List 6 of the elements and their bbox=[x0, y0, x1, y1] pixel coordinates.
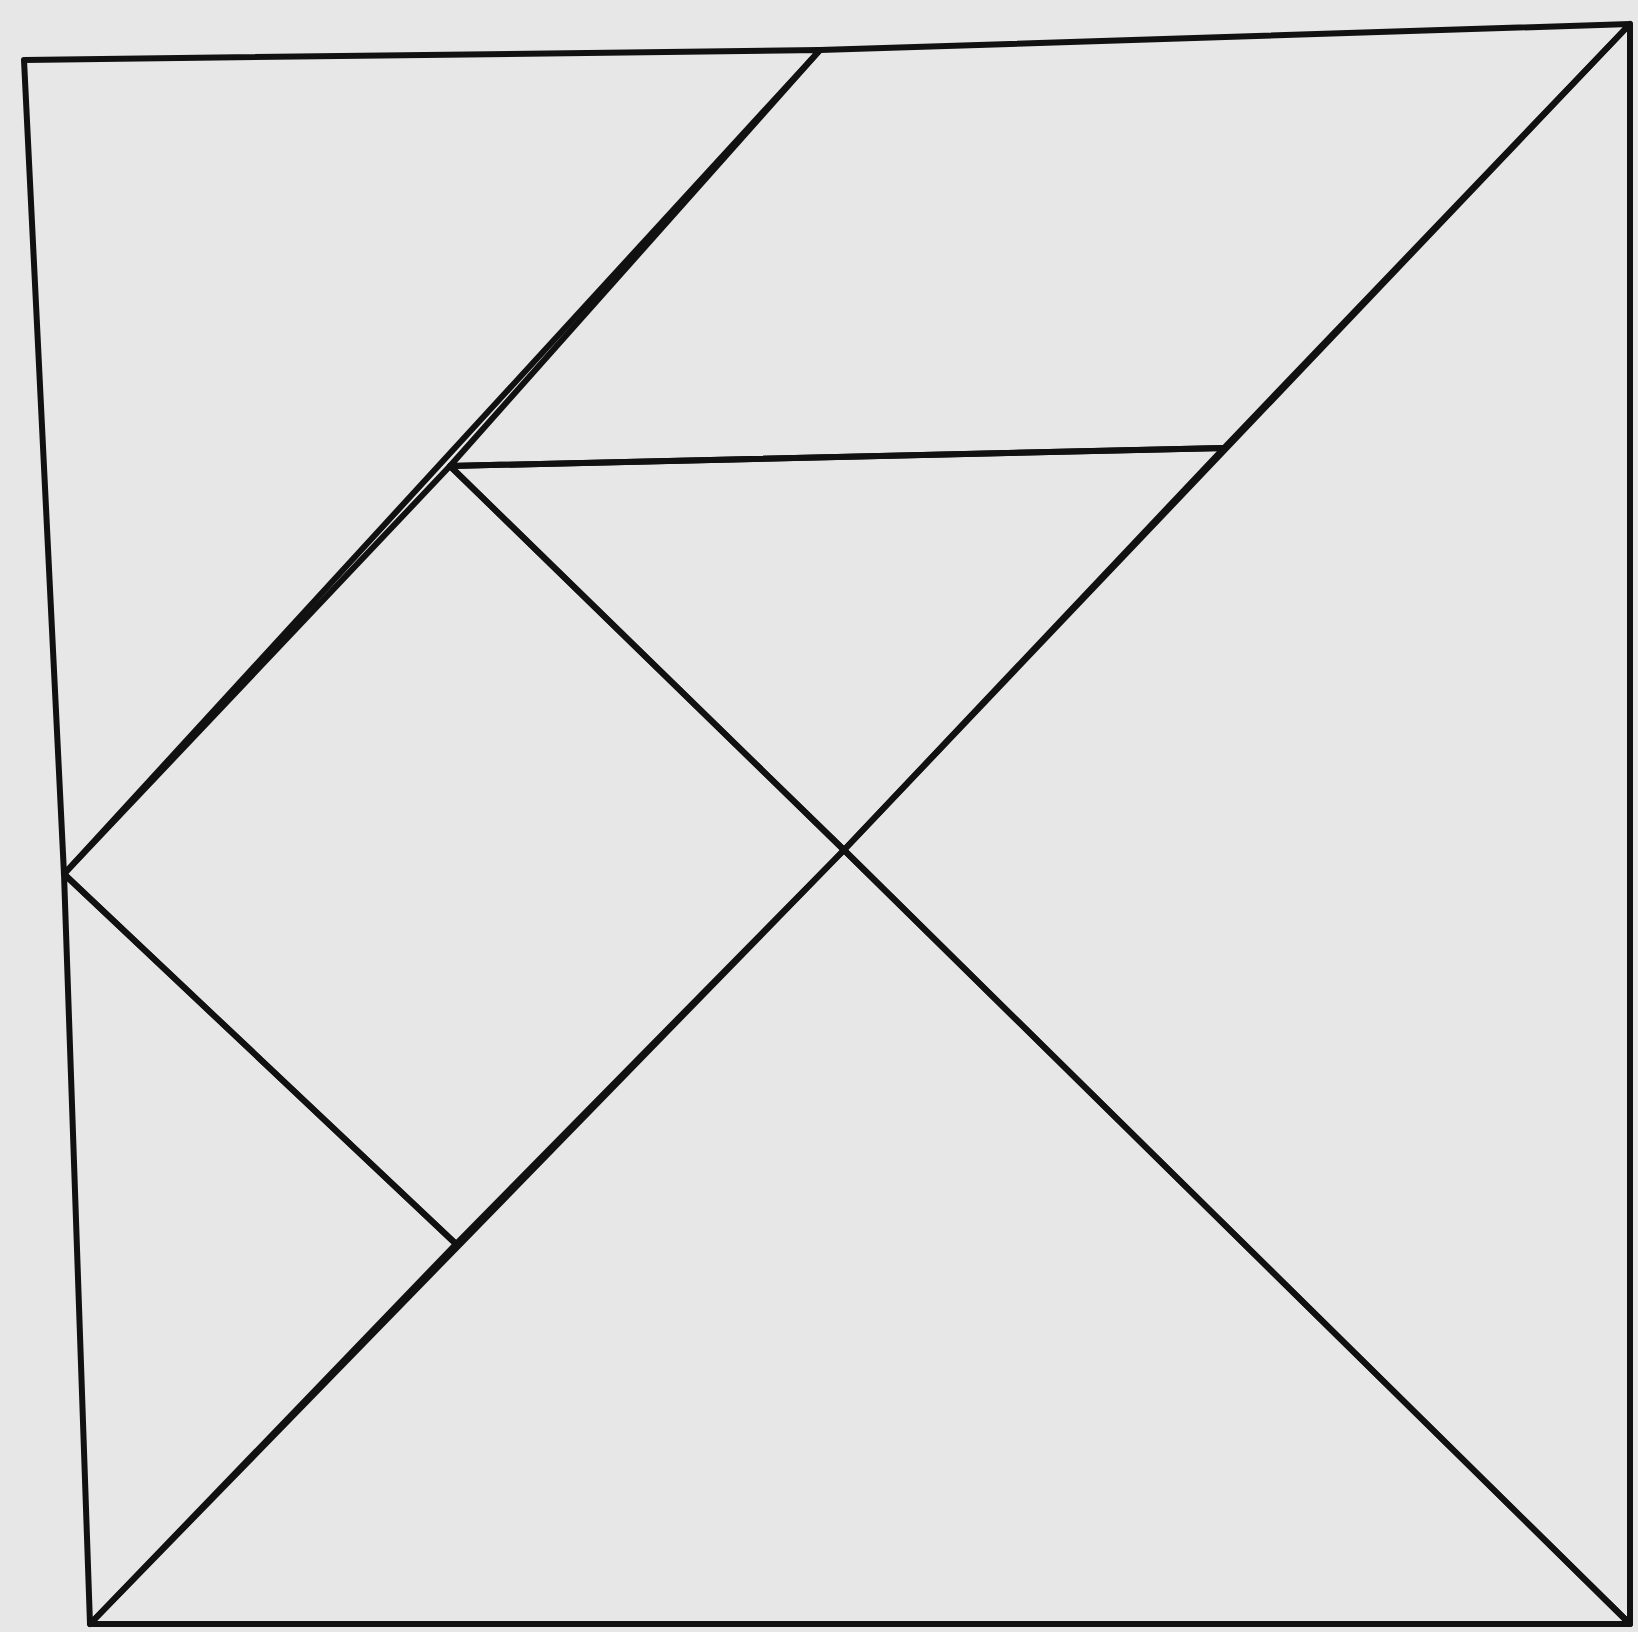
triangle-piece bbox=[841, 21, 1633, 1627]
triangle-piece bbox=[61, 871, 459, 1627]
parallelogram-piece bbox=[447, 21, 1633, 469]
triangle-piece bbox=[87, 847, 1633, 1627]
triangle-piece bbox=[21, 47, 823, 877]
diamond-piece bbox=[61, 463, 847, 1247]
